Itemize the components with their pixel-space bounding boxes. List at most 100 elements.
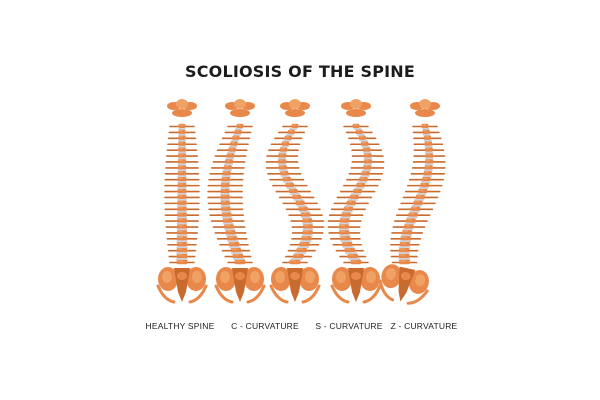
disc (339, 216, 351, 219)
vertebra-highlight (302, 236, 308, 238)
disc (416, 193, 427, 195)
disc (398, 246, 411, 249)
vertebra-highlight (414, 201, 420, 203)
ilium-right-highlight (305, 271, 315, 283)
disc (176, 240, 188, 243)
disc (282, 139, 291, 142)
spine-figure-s-curvature (265, 99, 325, 304)
ilium-right-highlight (250, 271, 260, 283)
ilium-right-highlight (192, 271, 202, 283)
ilium-left-highlight (385, 268, 396, 280)
vertebra-highlight (351, 260, 357, 262)
disc (176, 216, 188, 219)
vertebra-highlight (226, 159, 231, 162)
disc (220, 198, 231, 201)
vertebra-highlight (225, 224, 231, 227)
disc (176, 234, 188, 237)
diagram-title: SCOLIOSIS OF THE SPINE (184, 62, 416, 81)
vertebra-highlight (279, 165, 284, 167)
disc (398, 258, 411, 261)
vertebra-highlight (345, 248, 351, 250)
vertebra-highlight (179, 124, 183, 126)
axis-vertebra (415, 109, 435, 117)
vertebra-highlight (362, 171, 367, 173)
disc (348, 258, 361, 261)
vertebra-highlight (353, 124, 357, 126)
vertebra-highlight (425, 141, 430, 144)
vertebra-highlight (227, 153, 232, 156)
disc (404, 222, 416, 225)
disc (424, 157, 434, 160)
disc (362, 151, 372, 154)
vertebra-highlight (279, 159, 284, 162)
disc (176, 252, 188, 255)
vertebra-highlight (279, 153, 284, 156)
vertebra-highlight (231, 141, 236, 144)
pelvis (156, 267, 208, 304)
vertebra-highlight (221, 183, 227, 185)
disc (422, 133, 431, 136)
disc (418, 187, 429, 190)
vertebra-highlight (286, 183, 291, 185)
vertebra-highlight (359, 136, 364, 138)
vertebra-highlight (179, 130, 183, 132)
disc (290, 258, 303, 261)
disc (424, 145, 433, 148)
disc (220, 181, 231, 184)
spine-figure-c-curvature (207, 99, 266, 304)
pelvis (378, 264, 429, 305)
vertebra-highlight (348, 254, 354, 256)
pubic-arch (330, 284, 382, 304)
disc (278, 169, 289, 172)
vertebra-highlight (179, 153, 183, 156)
vertebra-highlight (178, 159, 183, 162)
disc (341, 210, 353, 213)
vertebra-highlight (178, 177, 183, 179)
vertebra-highlight (303, 224, 309, 227)
disc (223, 163, 233, 166)
disc (176, 198, 188, 201)
sacrum-top (351, 272, 361, 280)
disc (230, 252, 243, 255)
vertebra-highlight (364, 153, 369, 156)
vertebra-highlight (178, 212, 183, 215)
disc (220, 210, 232, 213)
disc (414, 198, 425, 201)
disc (347, 198, 358, 201)
vertebra-highlight (178, 206, 183, 209)
vertebra-highlight (233, 254, 239, 256)
disc (230, 139, 240, 142)
vertebra-highlight (356, 130, 361, 132)
vertebra-highlight (421, 183, 426, 185)
disc (302, 222, 314, 225)
disc (220, 204, 231, 207)
disc (345, 252, 358, 255)
ilium-left-highlight (162, 271, 172, 283)
disc (357, 181, 368, 184)
vertebra-highlight (231, 248, 237, 250)
vertebra-highlight (178, 224, 183, 227)
disc (424, 163, 434, 166)
disc (280, 145, 289, 148)
vertebra-highlight (177, 254, 183, 256)
disc (177, 151, 187, 154)
vertebra-highlight (229, 147, 234, 150)
sacrum-top (290, 272, 300, 280)
vertebra-highlight (229, 242, 236, 244)
vertebra-highlight (344, 206, 350, 209)
disc (177, 157, 187, 160)
vertebra-highlight (283, 177, 288, 179)
disc (220, 187, 231, 190)
disc (229, 246, 241, 249)
disc (177, 175, 187, 178)
ilium-left-highlight (220, 271, 230, 283)
vertebra-highlight (178, 165, 183, 167)
vertebra-highlight (177, 260, 183, 262)
disc (354, 187, 365, 190)
vertebra-highlight (401, 236, 407, 238)
vertebra-highlight (177, 230, 183, 233)
sacrum-top (400, 272, 411, 281)
disc (177, 187, 187, 190)
vertebra-highlight (178, 183, 183, 185)
disc (340, 240, 352, 243)
